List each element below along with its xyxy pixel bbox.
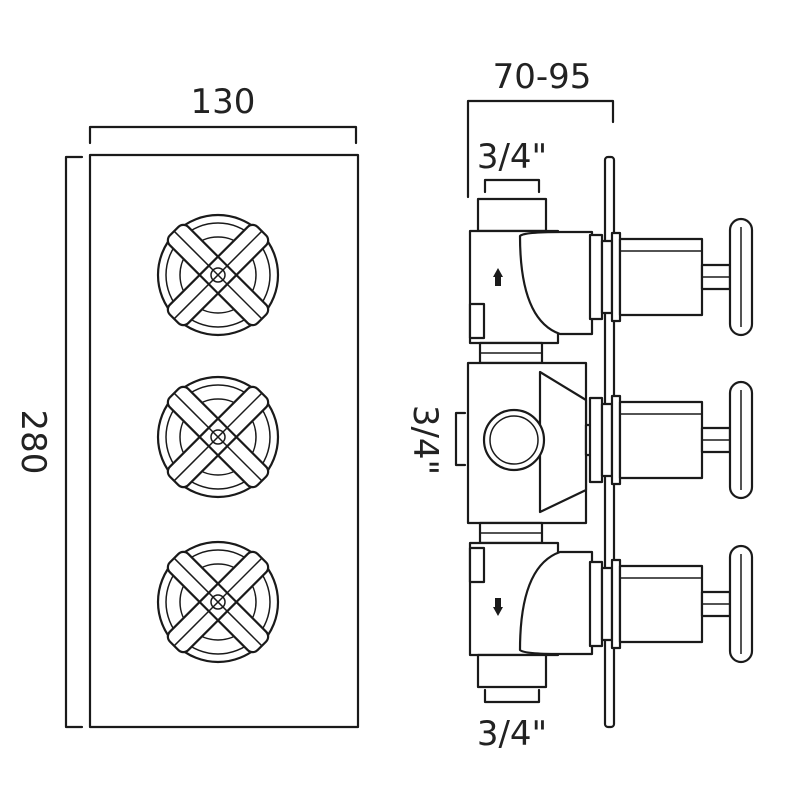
depth-dimension-label: 70-95 — [493, 57, 592, 97]
top-outlet-dimension-line — [483, 178, 541, 194]
top-outlet-fitting — [476, 197, 548, 233]
top-outlet-label: 3/4" — [477, 137, 547, 177]
arrow-down-icon — [493, 598, 503, 616]
depth-dimension-line — [466, 99, 615, 199]
height-dimension-label: 280 — [13, 410, 53, 475]
side-handle-top — [588, 217, 754, 337]
width-dimension-label: 130 — [191, 82, 256, 122]
side-outlet-dimension-line — [454, 411, 467, 467]
bottom-outlet-dimension-line — [483, 688, 541, 704]
side-view: 70-95 3/4" 3/4" 3/4" — [405, 57, 754, 754]
side-outlet-port — [482, 408, 546, 472]
side-handle-bottom — [588, 544, 754, 664]
front-view: 130 280 — [13, 82, 360, 729]
side-outlet-label: 3/4" — [405, 405, 445, 475]
side-handle-middle — [588, 380, 754, 500]
bottom-outlet-label: 3/4" — [477, 714, 547, 754]
arrow-up-icon — [493, 268, 503, 286]
bottom-outlet-fitting — [476, 653, 548, 689]
height-dimension-line — [64, 155, 84, 729]
width-dimension-line — [88, 125, 358, 145]
